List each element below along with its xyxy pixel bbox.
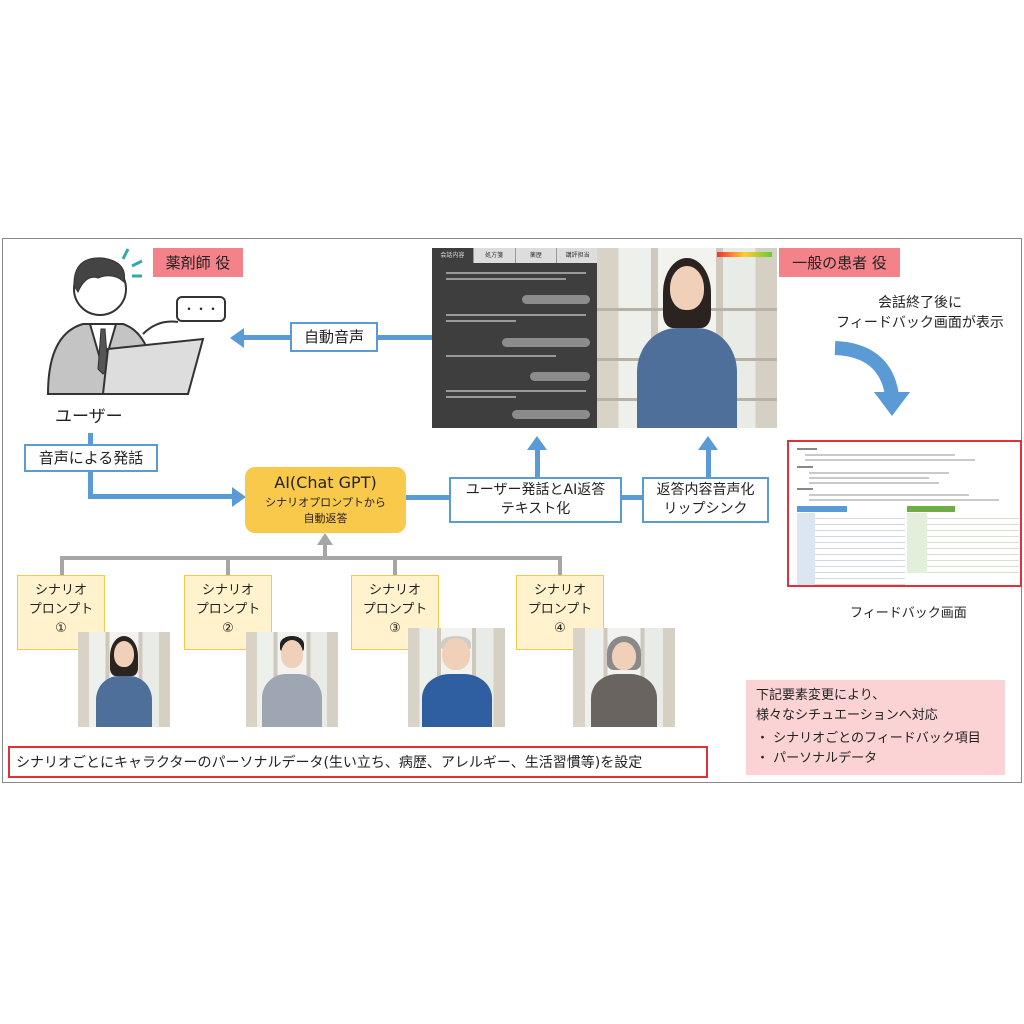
ai-subtitle: シナリオプロンプトから <box>265 496 386 509</box>
connector <box>622 495 642 500</box>
variation-title: 下記要素変更により、 <box>756 688 886 703</box>
chat-tab[interactable]: 処方箋 <box>472 248 515 263</box>
connector <box>406 495 450 500</box>
text-conversion-line1: ユーザー発話とAI返答 <box>465 482 606 499</box>
variation-title: 様々なシチュエーションへ対応 <box>756 708 938 724</box>
ai-subtitle2: 自動返答 <box>303 512 348 525</box>
character-photo-elderly-woman <box>573 628 675 727</box>
ai-chatgpt-box: AI(Chat GPT) シナリオプロンプトから 自動返答 <box>245 467 406 533</box>
chat-message <box>522 295 590 304</box>
feedback-note: 会話終了後に フィードバック画面が表示 <box>820 293 1020 334</box>
variation-item: シナリオごとのフィードバック項目 <box>773 731 981 747</box>
persona-data-note: シナリオごとにキャラクターのパーソナルデータ(生い立ち、病歴、アレルギー、生活習… <box>8 746 708 778</box>
scenario-label: シナリオ <box>201 583 254 598</box>
feedback-note-line2: フィードバック画面が表示 <box>836 315 1004 332</box>
pharmacist-role-label: 薬剤師 役 <box>153 248 243 277</box>
character-photo-young-man <box>246 632 338 727</box>
variation-note: 下記要素変更により、 様々なシチュエーションへ対応 ・ シナリオごとのフィードバ… <box>746 680 1005 775</box>
scenario-number: ④ <box>554 620 566 636</box>
character-photo-young-woman <box>78 632 170 727</box>
chat-message <box>530 372 590 381</box>
arrow-up-icon <box>317 533 333 545</box>
chat-message <box>502 338 590 347</box>
scenario-label: シナリオ <box>34 583 87 598</box>
connector <box>706 448 711 477</box>
voice-input-box: 音声による発話 <box>24 444 158 472</box>
chat-tab[interactable]: 講評担当 <box>556 248 598 263</box>
arrow-up-icon <box>698 436 718 450</box>
scenario-label: プロンプト <box>195 601 261 617</box>
text-conversion-line2: テキスト化 <box>500 501 571 517</box>
character-photo-elderly-man <box>408 628 505 727</box>
connector <box>60 556 562 560</box>
scenario-label: プロンプト <box>28 601 94 617</box>
scenario-number: ② <box>222 620 234 636</box>
variation-item: パーソナルデータ <box>773 751 878 767</box>
connector <box>393 556 397 576</box>
scenario-label: シナリオ <box>533 583 586 598</box>
arrow-left-icon <box>230 328 244 348</box>
user-illustration <box>46 248 205 395</box>
arrow-up-icon <box>527 436 547 450</box>
voice-sync-line2: リップシンク <box>663 501 748 517</box>
scenario-label: プロンプト <box>527 601 593 617</box>
chat-message <box>512 410 590 419</box>
connector <box>558 556 562 576</box>
connector <box>88 494 234 499</box>
scenario-number: ③ <box>389 620 401 636</box>
scenario-label: プロンプト <box>362 601 428 617</box>
scenario-label: シナリオ <box>368 583 421 598</box>
auto-voice-box: 自動音声 <box>290 322 378 352</box>
curved-arrow-icon <box>834 341 910 416</box>
chat-panel: 会話内容 処方箋 薬歴 講評担当 <box>432 248 598 428</box>
speech-bubble: ・・・ <box>176 296 226 322</box>
text-conversion-box: ユーザー発話とAI返答テキスト化 <box>449 477 622 523</box>
feedback-screen-thumbnail <box>787 440 1022 587</box>
chat-tab[interactable]: 薬歴 <box>514 248 557 263</box>
arrow-right-icon <box>232 487 246 507</box>
voice-sync-line1: 返答内容音声化 <box>656 482 755 499</box>
connector <box>535 448 540 477</box>
patient-role-label: 一般の患者 役 <box>779 248 900 277</box>
ai-title: AI(Chat GPT) <box>274 473 377 492</box>
scenario-number: ① <box>55 620 67 636</box>
user-label: ユーザー <box>55 407 123 427</box>
feedback-note-line1: 会話終了後に <box>878 295 962 311</box>
feedback-caption: フィードバック画面 <box>850 606 967 621</box>
connector <box>323 545 327 558</box>
voice-sync-box: 返答内容音声化リップシンク <box>642 477 769 523</box>
connector <box>60 556 64 576</box>
connector <box>226 556 230 576</box>
chat-tab[interactable]: 会話内容 <box>432 248 473 263</box>
patient-avatar-image <box>597 248 777 428</box>
